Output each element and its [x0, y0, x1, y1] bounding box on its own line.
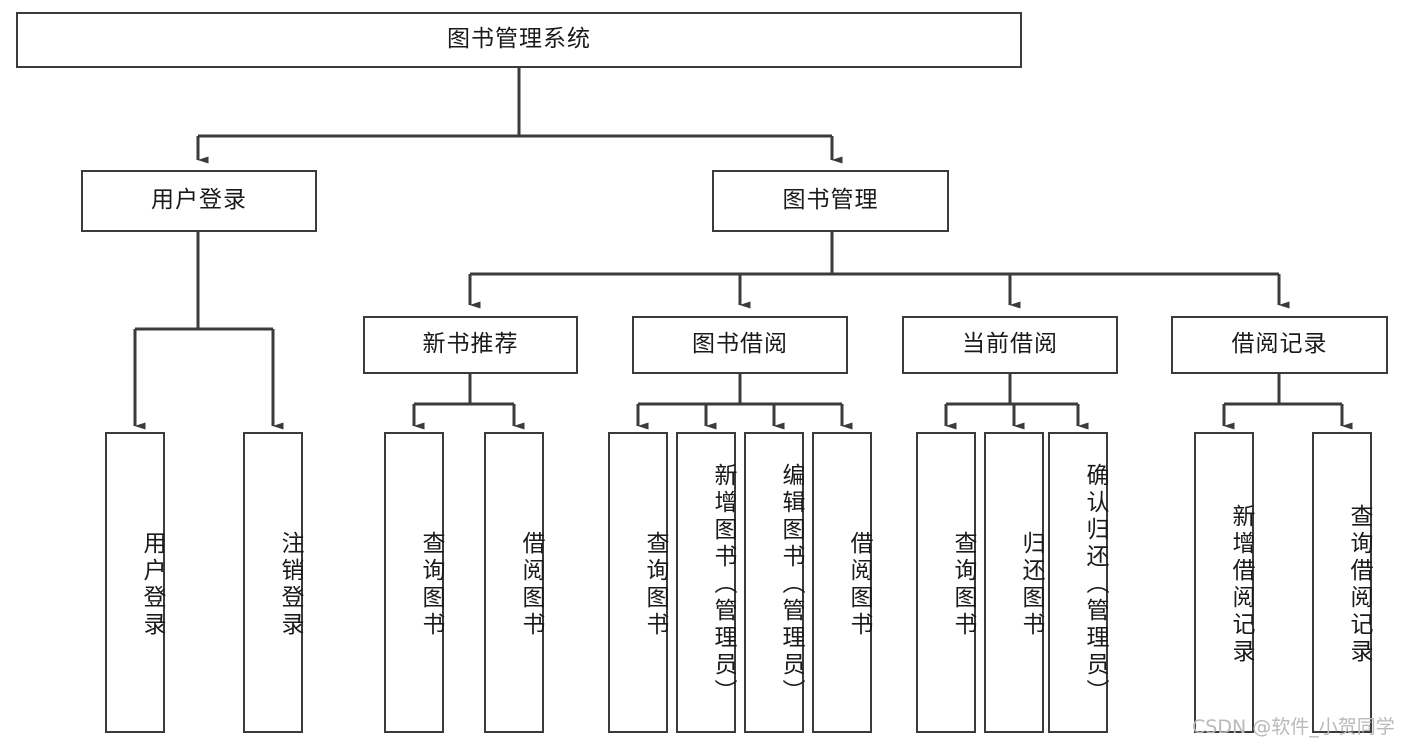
leaf-cb-query-book-label: 查询图书: [950, 530, 976, 639]
node-current-borrow-label: 当前借阅: [962, 331, 1058, 358]
leaf-nb-query-book[interactable]: 查询图书: [384, 432, 444, 733]
leaf-bb-query-book-label: 查询图书: [642, 530, 668, 639]
node-new-book-recommend-label: 新书推荐: [422, 331, 519, 358]
leaf-br-query-record[interactable]: 查询借阅记录: [1312, 432, 1372, 733]
leaf-bb-query-book[interactable]: 查询图书: [608, 432, 668, 733]
leaf-bb-borrow-book[interactable]: 借阅图书: [812, 432, 872, 733]
leaf-bb-borrow-book-label: 借阅图书: [846, 530, 872, 639]
csdn-watermark: CSDN @软件_小贺同学: [1192, 716, 1395, 738]
leaf-cb-return-book[interactable]: 归还图书: [984, 432, 1044, 733]
leaf-nb-borrow-book[interactable]: 借阅图书: [484, 432, 544, 733]
leaf-br-add-record[interactable]: 新增借阅记录: [1194, 432, 1254, 733]
leaf-br-query-record-label: 查询借阅记录: [1346, 503, 1372, 666]
leaf-nb-borrow-book-label: 借阅图书: [518, 530, 544, 639]
node-user-login[interactable]: 用户登录: [81, 170, 317, 232]
node-borrow-record-label: 借阅记录: [1231, 331, 1328, 358]
node-book-borrow[interactable]: 图书借阅: [632, 316, 848, 374]
leaf-br-add-record-label: 新增借阅记录: [1228, 503, 1254, 666]
node-current-borrow[interactable]: 当前借阅: [902, 316, 1118, 374]
node-user-login-label: 用户登录: [151, 187, 247, 214]
leaf-user-login-label: 用户登录: [139, 530, 165, 639]
node-borrow-record[interactable]: 借阅记录: [1171, 316, 1388, 374]
leaf-cb-return-book-label: 归还图书: [1018, 530, 1044, 639]
leaf-logout[interactable]: 注销登录: [243, 432, 303, 733]
leaf-logout-label: 注销登录: [277, 530, 303, 639]
node-root-label: 图书管理系统: [447, 26, 591, 53]
leaf-bb-add-book-label: 新增图书（管理员）: [710, 463, 736, 706]
node-root[interactable]: 图书管理系统: [16, 12, 1022, 68]
leaf-bb-add-book[interactable]: 新增图书（管理员）: [676, 432, 736, 733]
leaf-cb-query-book[interactable]: 查询图书: [916, 432, 976, 733]
node-book-management[interactable]: 图书管理: [712, 170, 949, 232]
node-new-book-recommend[interactable]: 新书推荐: [363, 316, 578, 374]
leaf-cb-confirm-return-label: 确认归还（管理员）: [1082, 463, 1108, 706]
leaf-user-login[interactable]: 用户登录: [105, 432, 165, 733]
leaf-bb-edit-book-label: 编辑图书（管理员）: [778, 463, 804, 706]
leaf-bb-edit-book[interactable]: 编辑图书（管理员）: [744, 432, 804, 733]
leaf-nb-query-book-label: 查询图书: [418, 530, 444, 639]
leaf-cb-confirm-return[interactable]: 确认归还（管理员）: [1048, 432, 1108, 733]
node-book-management-label: 图书管理: [782, 187, 879, 214]
node-book-borrow-label: 图书借阅: [692, 331, 788, 358]
